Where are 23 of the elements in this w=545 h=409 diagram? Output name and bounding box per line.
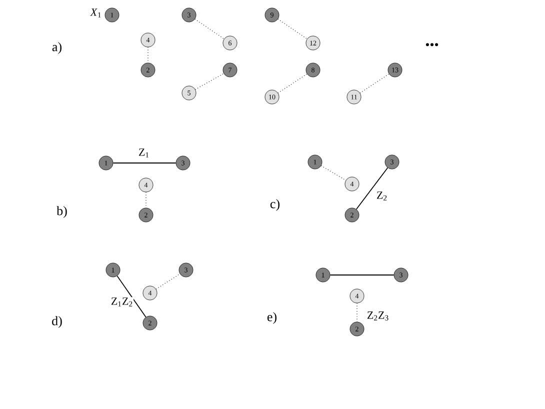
vertex-label: X$_{1}$ (90, 8, 101, 18)
connector-line (194, 18, 224, 40)
connector-line (360, 74, 390, 94)
edge-label: Z$_{1}$ (138, 148, 150, 158)
panel-label: a) (52, 42, 62, 54)
edge-label: Z$_{2}$ (376, 191, 388, 201)
panel-label: b) (56, 206, 67, 218)
connector-line (156, 274, 180, 290)
edge-label: Z$_{1}$Z$_{2}$ (110, 297, 134, 307)
connector-line (278, 74, 308, 94)
connector-line (278, 18, 308, 40)
connector-line (194, 73, 224, 90)
connector-line (356, 302, 358, 322)
panel-label: c) (270, 199, 280, 211)
connector-line (112, 162, 176, 164)
connector-line (330, 274, 394, 276)
connector-line (320, 165, 346, 181)
panel-label: e) (267, 312, 276, 324)
connector-line (356, 167, 388, 210)
panel-label: d) (52, 316, 62, 328)
edge-label: Z$_{2}$Z$_{3}$ (366, 311, 390, 321)
connector-line (116, 275, 146, 318)
ellipsis: ••• (426, 43, 438, 46)
